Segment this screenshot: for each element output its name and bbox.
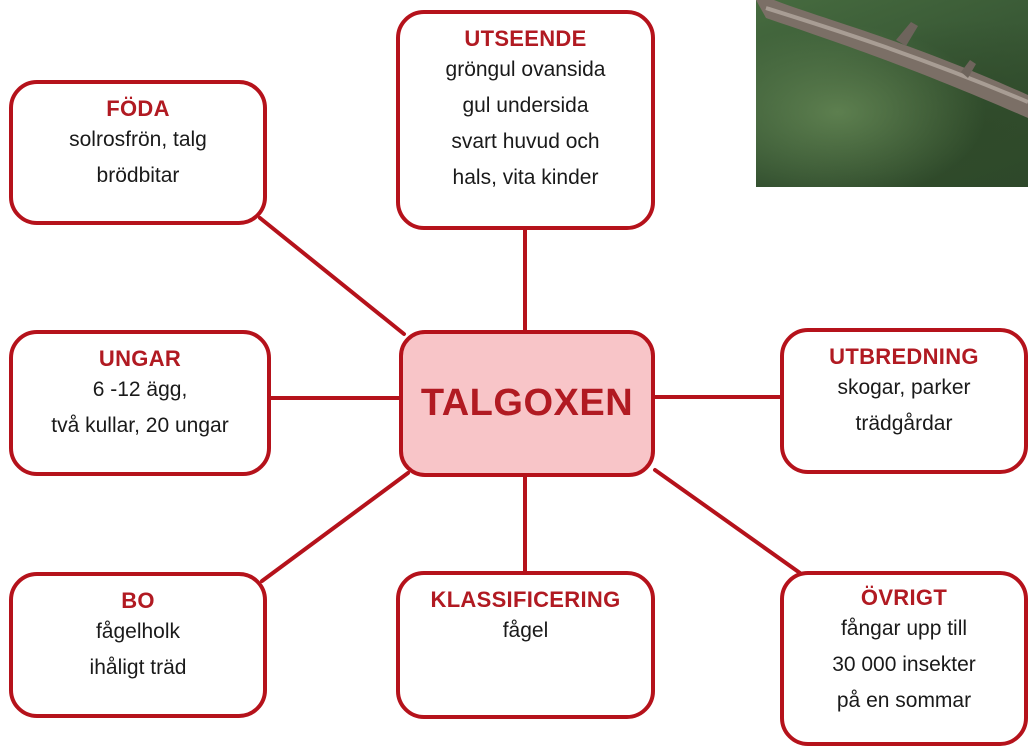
node-ungar-line-2: två kullar, 20 ungar [51,414,229,437]
node-ungar-title: UNGAR [98,346,182,371]
node-foda-title: FÖDA [106,96,170,121]
node-utseende-title: UTSEENDE [464,26,587,51]
node-bo-line-1: fågelholk [95,620,181,643]
node-utseende-line-4: hals, vita kinder [452,166,599,189]
node-utbredning-title: UTBREDNING [829,344,979,369]
node-utseende: UTSEENDE gröngul ovansida gul undersida … [396,10,655,230]
node-ovrigt: ÖVRIGT fångar upp till 30 000 insekter p… [780,571,1028,746]
node-utseende-line-3: svart huvud och [451,130,600,153]
node-klassificering-line-1: fågel [502,619,549,642]
node-utseende-line-2: gul undersida [462,94,589,117]
node-ovrigt-line-1: fångar upp till [840,617,968,640]
node-klassificering: KLASSIFICERING fågel [396,571,655,719]
node-foda-line-2: brödbitar [96,164,180,187]
node-utbredning-line-2: trädgårdar [855,412,953,435]
connector-ovrigt [653,468,802,575]
connector-bo [260,471,410,583]
center-label: TALGOXEN [420,382,634,424]
node-foda: FÖDA solrosfrön, talg brödbitar [9,80,267,225]
tree-branch-icon [756,0,1028,118]
node-ovrigt-line-2: 30 000 insekter [832,653,976,676]
node-ungar-line-1: 6 -12 ägg, [92,378,188,401]
node-ovrigt-line-3: på en sommar [836,689,972,712]
node-ungar: UNGAR 6 -12 ägg, två kullar, 20 ungar [9,330,271,476]
node-bo: BO fågelholk ihåligt träd [9,572,267,718]
node-utbredning: UTBREDNING skogar, parker trädgårdar [780,328,1028,474]
bird-photo [756,0,1028,187]
node-utbredning-line-1: skogar, parker [837,376,971,399]
node-foda-line-1: solrosfrön, talg [69,128,207,151]
connector-foda [258,216,406,336]
node-bo-title: BO [121,588,155,613]
node-utseende-line-1: gröngul ovansida [445,58,606,81]
node-klassificering-title: KLASSIFICERING [430,587,621,612]
center-node: TALGOXEN [399,330,655,477]
node-bo-line-2: ihåligt träd [89,656,187,679]
node-ovrigt-title: ÖVRIGT [860,585,948,610]
